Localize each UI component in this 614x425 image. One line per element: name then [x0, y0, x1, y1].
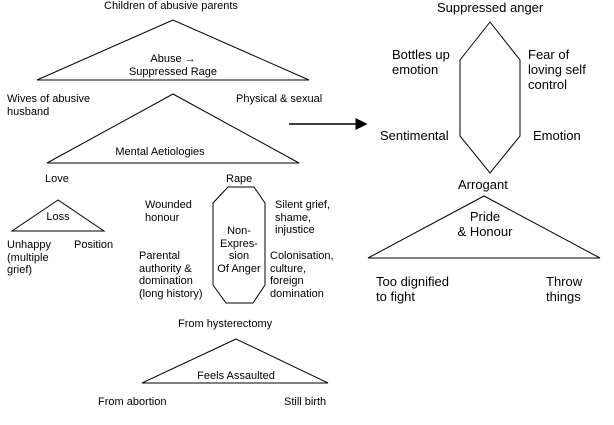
feels-assaulted-triangle — [141, 338, 329, 384]
from-abortion-label: From abortion — [98, 396, 167, 408]
feels-assaulted-text: Feels Assaulted — [197, 370, 275, 382]
fear-of-loving-label: Fear of loving self control — [528, 47, 586, 92]
too-dignified-label: Too dignified to fight — [376, 274, 449, 304]
non-expression-hexagon — [212, 186, 266, 304]
children-abusive-parents-label: Children of abusive parents — [104, 0, 238, 12]
arrogant-label: Arrogant — [458, 177, 508, 192]
pride-honour-text: Pride & Honour — [457, 209, 513, 239]
still-birth-label: Still birth — [284, 396, 327, 408]
from-hysterectomy-label: From hysterectomy — [178, 318, 273, 330]
mental-aetiologies-triangle — [46, 93, 300, 164]
pride-honour-triangle — [367, 195, 601, 259]
non-expression-text: Non- Expres- sion Of Anger — [217, 225, 261, 275]
abuse-triangle — [36, 19, 310, 81]
mental-aetiologies-text: Mental Aetiologies — [115, 146, 205, 158]
sentimental-label: Sentimental — [380, 128, 449, 143]
position-label: Position — [74, 239, 114, 251]
silent-grief-label: Silent grief, shame, injustice — [275, 199, 331, 237]
bottles-up-emotion-label: Bottles up emotion — [392, 47, 450, 77]
rape-label: Rape — [226, 173, 253, 185]
abuse-triangle-text: Abuse → Suppressed Rage — [128, 53, 218, 78]
loss-triangle-text: Loss — [46, 211, 70, 223]
wounded-honour-label: Wounded honour — [145, 199, 192, 224]
love-label: Love — [45, 173, 69, 185]
physical-sexual-label: Physical & sexual — [236, 93, 323, 105]
parental-authority-label: Parental authority & domination (long hi… — [139, 250, 203, 300]
unhappy-label: Unhappy (multiple grief) — [7, 239, 52, 277]
suppressed-anger-label: Suppressed anger — [437, 0, 544, 15]
loss-triangle — [10, 199, 106, 232]
suppressed-anger-hexagon — [459, 21, 521, 174]
throw-things-label: Throw things — [546, 274, 583, 304]
emotion-label: Emotion — [533, 128, 581, 143]
colonisation-label: Colonisation, culture, foreign dominatio… — [270, 250, 334, 300]
wives-abusive-husband-label: Wives of abusive husband — [7, 93, 91, 118]
